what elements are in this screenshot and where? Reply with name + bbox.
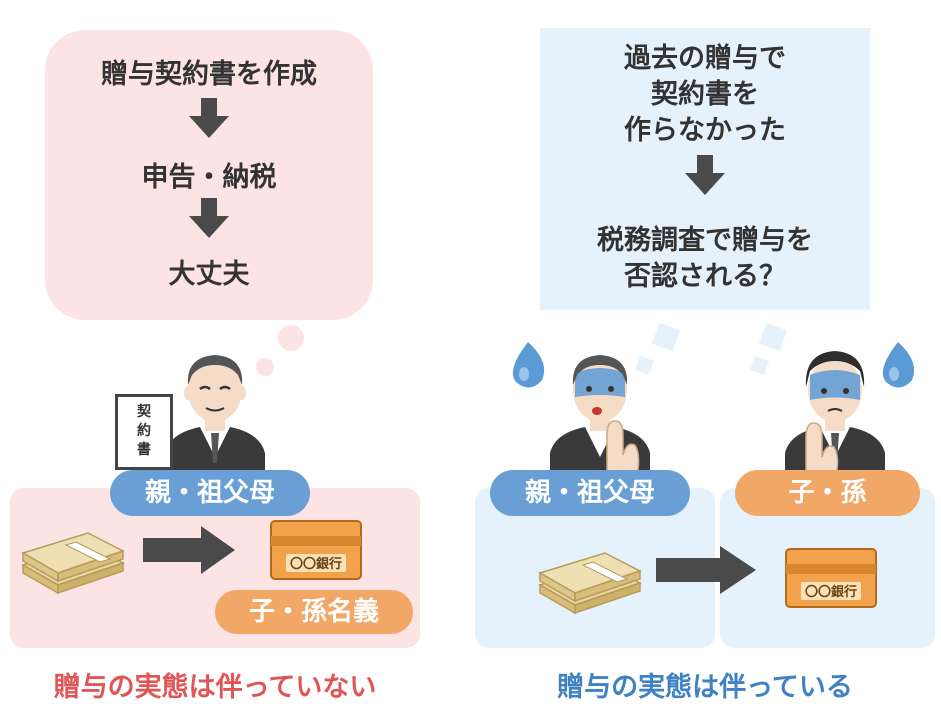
- bank-label: 〇〇銀行: [290, 556, 342, 572]
- left-account-holder-label: 子・孫名義: [215, 590, 413, 634]
- document-char: 書: [137, 442, 151, 458]
- right-parents-label: 親・祖父母: [490, 470, 690, 516]
- right-bubble-line-4: 税務調査で贈与を: [597, 225, 813, 256]
- left-bubble-line-3: 大丈夫: [168, 259, 250, 290]
- right-bubble-line-1: 過去の贈与で: [624, 43, 786, 74]
- document-char: 契: [137, 404, 151, 420]
- left-parents-label: 親・祖父母: [110, 470, 310, 516]
- right-arrow-icon: [143, 526, 235, 574]
- document-char: 約: [137, 423, 151, 439]
- left-speech-bubble: [45, 30, 373, 320]
- thought-dot: [651, 322, 681, 352]
- thought-dot: [749, 355, 770, 376]
- right-bubble-line-3: 作らなかった: [624, 115, 786, 146]
- bank-label: 〇〇銀行: [805, 584, 857, 600]
- right-child-label: 子・孫: [735, 470, 920, 516]
- bankbook-icon: 〇〇銀行: [785, 548, 877, 608]
- right-bubble-line-2: 契約書を: [651, 79, 759, 110]
- sweat-drop-icon: [882, 342, 915, 388]
- worried-grandfather-figure: [550, 355, 650, 475]
- down-arrow-icon: [189, 98, 229, 138]
- down-arrow-icon: [685, 155, 725, 195]
- down-arrow-icon: [189, 198, 229, 238]
- right-arrow-icon: [656, 546, 756, 594]
- grandfather-figure: [165, 355, 265, 475]
- contract-document: 契 約 書: [115, 394, 173, 470]
- worried-child-figure: [785, 351, 885, 475]
- money-stack-icon: [538, 552, 642, 615]
- left-bubble-line-2: 申告・納税: [141, 162, 277, 193]
- thought-dot: [256, 358, 274, 376]
- sweat-drop-icon: [512, 342, 545, 388]
- left-bubble-line-1: 贈与契約書を作成: [101, 59, 317, 90]
- bankbook-icon: 〇〇銀行: [270, 520, 362, 580]
- money-stack-icon: [21, 532, 125, 595]
- thought-dot: [278, 325, 304, 351]
- right-caption: 贈与の実態は伴っている: [557, 672, 853, 703]
- right-bubble-line-5: 否認される？: [624, 261, 786, 292]
- left-caption: 贈与の実態は伴っていない: [53, 672, 377, 703]
